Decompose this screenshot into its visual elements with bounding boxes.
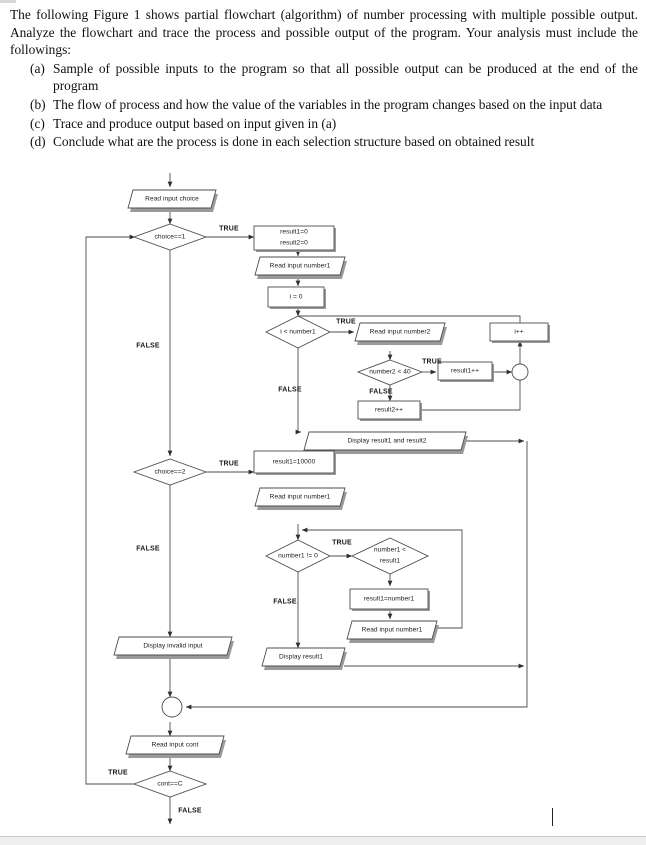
label-read-input-number2: Read input number2 bbox=[369, 328, 431, 336]
question-item-d-text: Conclude what are the process is done in… bbox=[53, 134, 535, 150]
branch-label-true-number2: TRUE bbox=[422, 358, 442, 366]
question-item-d-marker: (d) bbox=[30, 134, 46, 150]
question-item-a-text: Sample of possible inputs to the program… bbox=[53, 60, 638, 94]
node-number1-less-than-result1 bbox=[350, 537, 430, 575]
text-cursor bbox=[552, 808, 553, 826]
page-bottom-bar bbox=[0, 836, 646, 845]
branch-label-false-loop: FALSE bbox=[278, 386, 302, 394]
label-display-invalid-input: Display invalid input bbox=[143, 642, 203, 650]
label-i-less-than-number1: i < number1 bbox=[280, 328, 316, 336]
node-assign-result1 bbox=[349, 588, 430, 611]
branch-label-false-choice1: FALSE bbox=[136, 342, 160, 350]
label-read-input-number1-c: Read input number1 bbox=[361, 626, 423, 634]
node-number2-less-than-40 bbox=[356, 359, 424, 386]
question-item-c-marker: (c) bbox=[30, 115, 45, 131]
question-item-c: (c) Trace and produce output based on in… bbox=[10, 115, 638, 133]
node-read-input-cont bbox=[125, 735, 226, 758]
label-result2-increment: result2++ bbox=[375, 406, 403, 414]
node-choice-equals-1 bbox=[132, 223, 208, 251]
node-i-less-than-number1 bbox=[264, 315, 332, 349]
branch-label-true-cont: TRUE bbox=[108, 769, 128, 777]
node-display-result1 bbox=[261, 647, 347, 670]
page-top-nick bbox=[0, 0, 16, 3]
question-item-b: (b) The flow of process and how the valu… bbox=[10, 96, 638, 114]
label-assign-result1: result1=number1 bbox=[363, 595, 415, 603]
label-choice-equals-1: choice==1 bbox=[154, 233, 186, 241]
label-result1-10000: result1=10000 bbox=[272, 458, 316, 466]
node-read-input-number2 bbox=[354, 322, 447, 345]
label-result1-increment: result1++ bbox=[451, 367, 479, 375]
question-block: The following Figure 1 shows partial flo… bbox=[10, 6, 638, 151]
question-item-d: (d) Conclude what are the process is don… bbox=[10, 133, 638, 151]
flowchart-connectors bbox=[85, 173, 528, 825]
label-read-input-number1-a: Read input number1 bbox=[269, 262, 331, 270]
question-item-a: (a) Sample of possible inputs to the pro… bbox=[10, 60, 638, 95]
node-read-input-number1-c bbox=[346, 620, 439, 643]
question-item-b-text: The flow of process and how the value of… bbox=[53, 96, 603, 112]
question-intro: The following Figure 1 shows partial flo… bbox=[10, 7, 638, 58]
node-display-invalid-input bbox=[113, 636, 234, 659]
node-i-increment bbox=[489, 322, 550, 343]
label-read-input-cont: Read input cont bbox=[151, 741, 199, 749]
flowchart-shapes bbox=[113, 189, 550, 798]
node-number1-not-equal-0 bbox=[264, 539, 332, 573]
node-read-input-number1-b bbox=[254, 487, 347, 510]
branch-label-false-choice2: FALSE bbox=[136, 545, 160, 553]
label-i-increment: i++ bbox=[514, 328, 524, 336]
node-read-input-choice bbox=[127, 189, 218, 212]
label-choice-equals-2: choice==2 bbox=[154, 468, 186, 476]
flowchart-plain-lines bbox=[298, 315, 521, 411]
node-i-init bbox=[267, 286, 326, 309]
branch-label-false-cont: FALSE bbox=[178, 807, 202, 815]
label-cont-equals-c: cont==C bbox=[157, 780, 183, 788]
node-display-both-results bbox=[303, 431, 468, 454]
node-result2-increment bbox=[357, 400, 422, 421]
flowchart-svg bbox=[85, 173, 550, 825]
branch-label-false-number2: FALSE bbox=[369, 388, 393, 396]
question-item-c-text: Trace and produce output based on input … bbox=[53, 115, 337, 131]
node-init-results bbox=[253, 225, 336, 252]
label-display-result1: Display result1 bbox=[279, 653, 323, 661]
branch-label-true-choice1: TRUE bbox=[219, 225, 239, 233]
question-list: (a) Sample of possible inputs to the pro… bbox=[10, 60, 638, 151]
node-read-input-number1-a bbox=[254, 256, 347, 279]
label-number1-less-than-result1-text: number1 <result1 bbox=[373, 546, 407, 565]
node-choice-equals-2 bbox=[132, 458, 208, 486]
question-item-a-marker: (a) bbox=[30, 60, 45, 76]
connector-circle-loop bbox=[511, 363, 529, 381]
branch-label-true-choice2: TRUE bbox=[219, 460, 239, 468]
label-read-input-number1-b: Read input number1 bbox=[269, 493, 331, 501]
node-result1-increment bbox=[437, 361, 494, 382]
label-number2-less-than-40: number2 < 40 bbox=[369, 368, 411, 376]
branch-label-false-number1: FALSE bbox=[273, 598, 297, 606]
label-number1-not-equal-0: number1 != 0 bbox=[278, 552, 318, 560]
label-display-both-results: Display result1 and result2 bbox=[347, 437, 427, 445]
label-number1-less-than-result1: number1 <result1 bbox=[364, 546, 416, 567]
question-item-b-marker: (b) bbox=[30, 96, 46, 112]
branch-label-true-loop: TRUE bbox=[336, 318, 356, 326]
node-result1-10000 bbox=[253, 450, 336, 475]
branch-label-true-number1: TRUE bbox=[332, 539, 352, 547]
node-cont-equals-c bbox=[132, 770, 208, 798]
label-i-init: i = 0 bbox=[289, 293, 303, 301]
connector-circle-bottom bbox=[161, 696, 183, 718]
label-read-input-choice: Read input choice bbox=[145, 195, 199, 203]
